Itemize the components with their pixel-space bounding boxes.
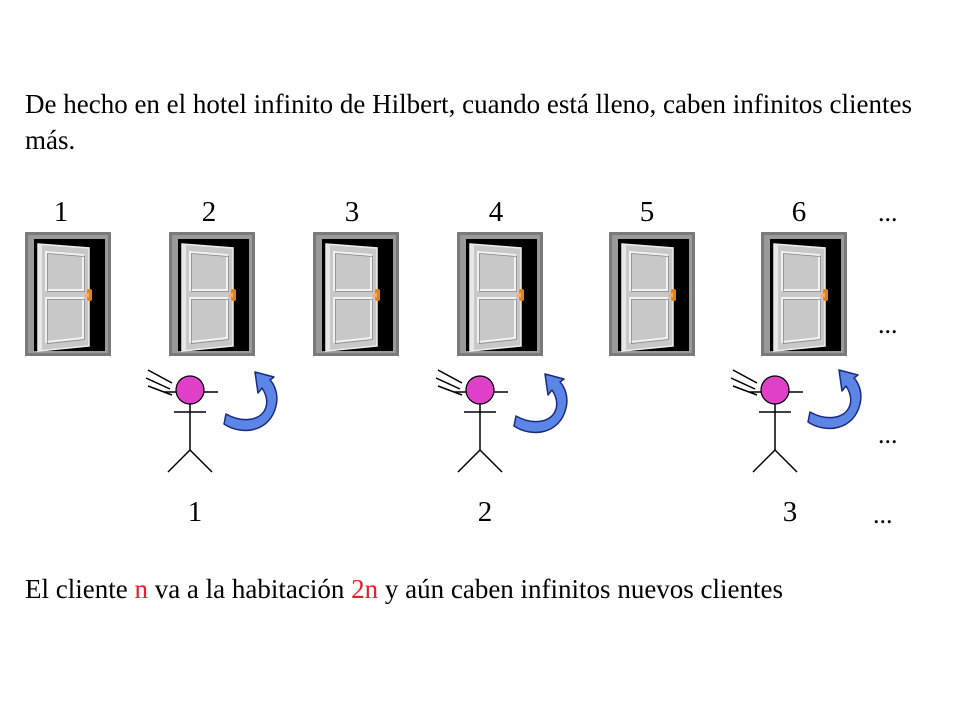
room-number-4: 4 xyxy=(488,196,504,228)
room-number-1: 1 xyxy=(53,196,69,228)
guest-number-3: 3 xyxy=(782,496,798,528)
curved-arrow-icon xyxy=(513,373,568,434)
open-door-icon xyxy=(608,231,696,357)
rooms-ellipsis: ... xyxy=(878,198,898,227)
open-door-icon xyxy=(456,231,544,357)
room-number-5: 5 xyxy=(639,196,655,228)
middle-ellipsis-2: ... xyxy=(878,420,898,449)
curved-arrow-icon xyxy=(807,369,862,430)
open-door-icon xyxy=(312,231,400,357)
variable-2n: 2n xyxy=(351,574,379,604)
curved-arrow-icon xyxy=(223,371,278,432)
stick-figure-guest-icon xyxy=(145,369,219,473)
room-number-6: 6 xyxy=(791,196,807,228)
guest-number-2: 2 xyxy=(477,496,493,528)
intro-text: De hecho en el hotel infinito de Hilbert… xyxy=(25,89,912,155)
middle-ellipsis-1: ... xyxy=(878,310,898,339)
stick-figure-guest-icon xyxy=(435,369,509,473)
stick-figure-guest-icon xyxy=(730,369,804,473)
rule-text-part-1: El cliente xyxy=(25,574,135,604)
room-number-3: 3 xyxy=(344,196,360,228)
rule-text-part-2: va a la habitación xyxy=(147,574,352,604)
guests-ellipsis: ... xyxy=(873,500,893,529)
open-door-icon xyxy=(168,231,256,357)
open-door-icon xyxy=(24,231,112,357)
variable-n: n xyxy=(134,574,148,604)
open-door-icon xyxy=(760,231,848,357)
rule-text-part-3: y aún caben infinitos nuevos clientes xyxy=(378,574,784,604)
guest-number-1: 1 xyxy=(187,496,203,528)
room-number-2: 2 xyxy=(201,196,217,228)
rule-text: El cliente n va a la habitación 2n y aún… xyxy=(25,572,783,606)
